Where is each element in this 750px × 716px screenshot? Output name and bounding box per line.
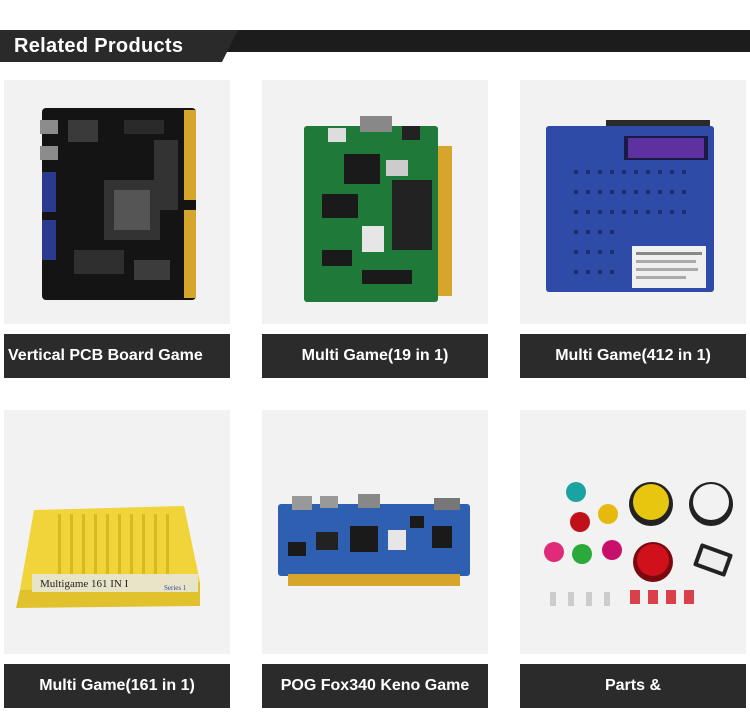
buttons-image xyxy=(544,482,733,606)
cartridge-series-text: Series 1 xyxy=(164,584,187,592)
section-header: Related Products xyxy=(0,30,750,62)
product-label[interactable]: Multi Game(161 in 1) xyxy=(4,664,230,708)
product-image[interactable] xyxy=(520,80,746,324)
product-image[interactable] xyxy=(262,80,488,324)
product-card-multigame-19[interactable]: Multi Game(19 in 1) xyxy=(262,80,488,378)
product-card-multigame-161[interactable]: Multigame 161 IN I Series 1 Multi Game(1… xyxy=(4,410,230,708)
product-image[interactable] xyxy=(520,410,746,654)
product-label[interactable]: Parts & xyxy=(520,664,746,708)
product-image[interactable]: Multigame 161 IN I Series 1 xyxy=(4,410,230,654)
product-image[interactable] xyxy=(262,410,488,654)
section-title: Related Products xyxy=(0,30,238,62)
cartridge-image: Multigame 161 IN I Series 1 xyxy=(16,506,200,608)
game-box-image xyxy=(546,120,714,292)
product-card-multigame-412[interactable]: Multi Game(412 in 1) xyxy=(520,80,746,378)
product-image[interactable] xyxy=(4,80,230,324)
product-label[interactable]: Vertical PCB Board Game xyxy=(4,334,230,378)
product-card-vertical-pcb[interactable]: Vertical PCB Board Game xyxy=(4,80,230,378)
product-label[interactable]: Multi Game(19 in 1) xyxy=(262,334,488,378)
cartridge-label-text: Multigame 161 IN I xyxy=(40,578,129,590)
pcb-board-image xyxy=(40,108,196,300)
pcb-board-image xyxy=(278,494,470,586)
product-label[interactable]: POG Fox340 Keno Game xyxy=(262,664,488,708)
pcb-board-image xyxy=(304,116,452,302)
product-label[interactable]: Multi Game(412 in 1) xyxy=(520,334,746,378)
product-card-parts[interactable]: Parts & xyxy=(520,410,746,708)
product-card-pog-fox340[interactable]: POG Fox340 Keno Game xyxy=(262,410,488,708)
